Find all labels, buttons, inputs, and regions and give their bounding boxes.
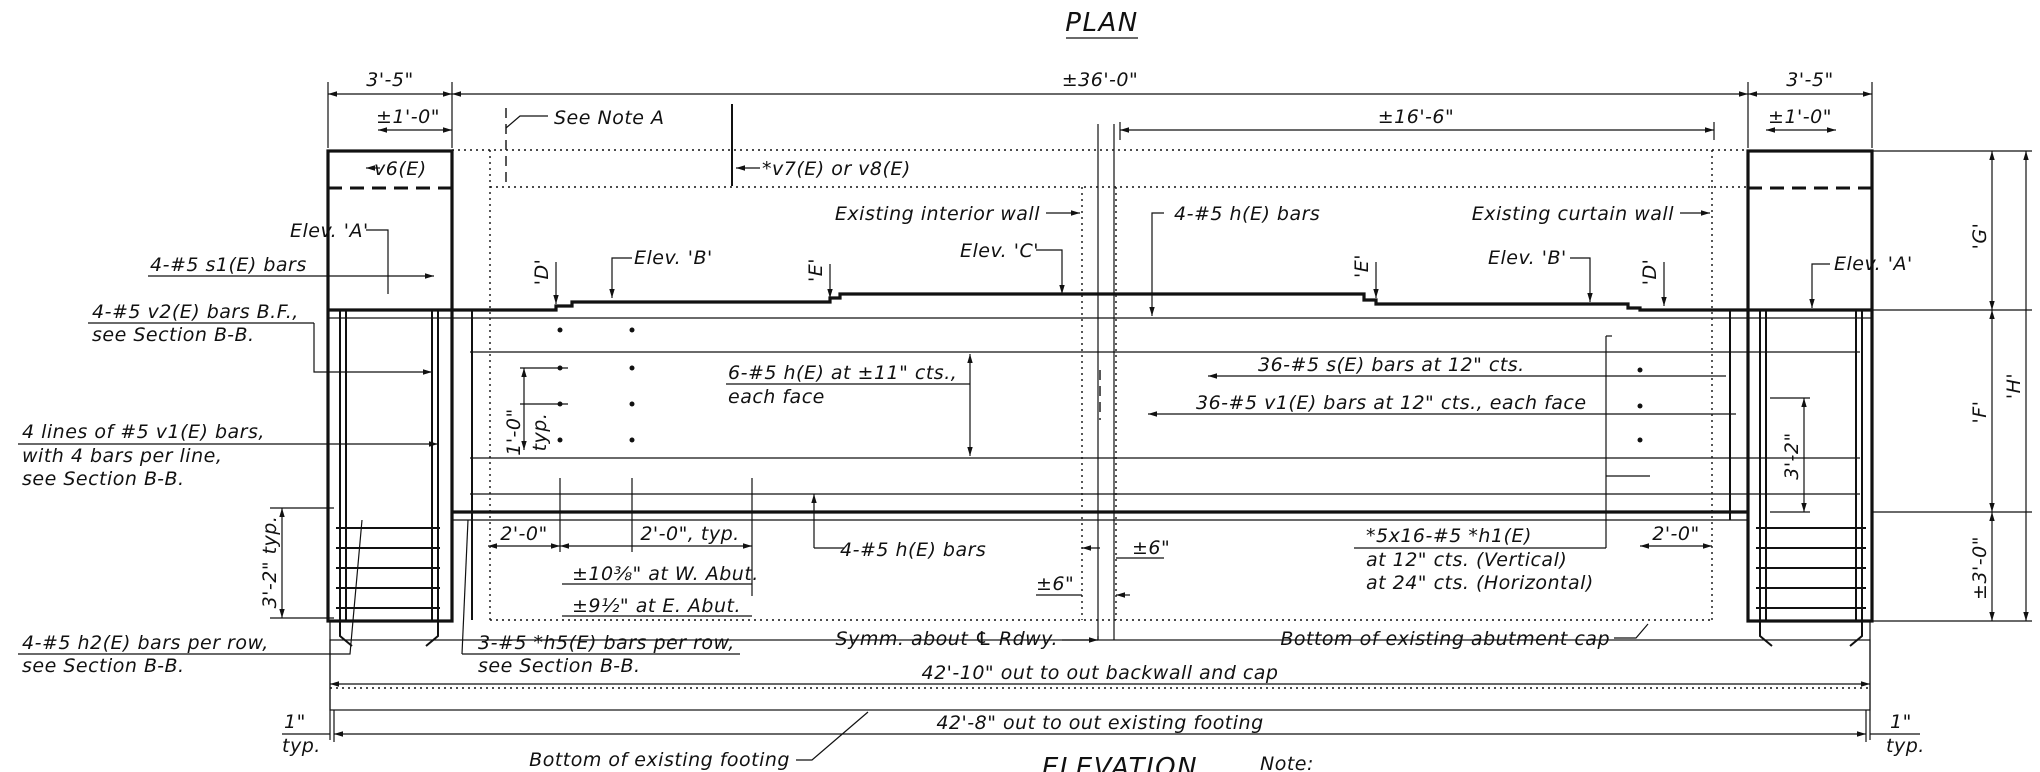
label-v7e: *v7(E) or v8(E) [762, 158, 911, 180]
overall-footing: 42'-8" out to out existing footing [936, 712, 1263, 734]
dim-total-span: ±36'-0" [1062, 69, 1139, 91]
label-existing-curtain-wall: Existing curtain wall [1472, 203, 1675, 225]
label-v6e: v6(E) [374, 158, 427, 180]
label-d-right: 'D' [1639, 259, 1661, 286]
label-bottom-abut-cap: Bottom of existing abutment cap [1280, 628, 1610, 650]
label-symm: Symm. about ℄ Rdwy. [836, 628, 1058, 650]
dim-e-abut: ±9½" at E. Abut. [572, 595, 741, 617]
label-h2-bars-1: 4-#5 h2(E) bars per row, [22, 632, 269, 654]
one-inch-left: 1" [284, 711, 306, 733]
label-h5-bars-2: see Section B-B. [478, 655, 641, 677]
label-see-note-a: See Note A [554, 107, 665, 129]
label-h1-3: at 24" cts. (Horizontal) [1366, 572, 1594, 594]
label-elev-c: Elev. 'C' [960, 240, 1039, 262]
label-h-bars-11-2: each face [728, 386, 825, 408]
label-e-left: 'E' [805, 258, 827, 282]
label-elev-b-left: Elev. 'B' [634, 247, 713, 269]
label-v1-lines-2: with 4 bars per line, [22, 445, 222, 467]
dim-right-span: ±16'-6" [1378, 106, 1455, 128]
elevation-markers [553, 210, 1830, 316]
one-inch-right: 1" [1890, 711, 1912, 733]
right-height-dim: 3'-2" [1781, 432, 1803, 480]
label-h1-1: *5x16-#5 *h1(E) [1366, 525, 1532, 547]
dim-w-abut: ±10⅜" at W. Abut. [572, 563, 759, 585]
left-height-dim: 3'-2" typ. [259, 516, 281, 609]
dim-6-b: ±6" [1132, 537, 1170, 559]
label-v2-bars-1: 4-#5 v2(E) bars B.F., [92, 301, 299, 323]
dim-left-offset: ±1'-0" [376, 106, 440, 128]
label-four-h-bars-bottom: 4-#5 h(E) bars [840, 539, 986, 561]
height-bottom: ±3'-0" [1969, 536, 1991, 600]
symm-leader [1062, 623, 1649, 643]
label-elev-a-right: Elev. 'A' [1834, 253, 1913, 275]
label-v1-bars-12: 36-#5 v1(E) bars at 12" cts., each face [1196, 392, 1587, 414]
label-e-right: 'E' [1351, 254, 1373, 278]
top-dimension-lines [327, 82, 1873, 148]
overall-backwall: 42'-10" out to out backwall and cap [921, 662, 1278, 684]
elevation-title: ELEVATION [1042, 753, 1198, 772]
spacing-typ: typ. [529, 413, 551, 452]
left-height-dimension [270, 507, 334, 619]
dim-right-width: 3'-5" [1786, 69, 1834, 91]
spacing-dim: 1'-0" [503, 408, 525, 456]
dim-left-width: 3'-5" [366, 69, 414, 91]
label-h-bars-11-1: 6-#5 h(E) at ±11" cts., [728, 362, 957, 384]
label-s-bars-12: 36-#5 s(E) bars at 12" cts. [1258, 354, 1525, 376]
left-bottom-dim: 2'-0" [500, 523, 548, 545]
label-s1-bars: 4-#5 s1(E) bars [150, 254, 307, 276]
label-four-h-bars-top: 4-#5 h(E) bars [1174, 203, 1320, 225]
label-v2-bars-2: see Section B-B. [92, 324, 255, 346]
right-bottom-dim: 2'-0" [1652, 523, 1700, 545]
label-elev-a-left: Elev. 'A' [290, 220, 369, 242]
typ-left: typ. [282, 735, 321, 757]
height-h: 'H' [2003, 373, 2025, 399]
label-h2-bars-2: see Section B-B. [22, 655, 185, 677]
label-h5-bars-1: 3-#5 *h5(E) bars per row, [478, 632, 735, 654]
typ-right: typ. [1886, 735, 1925, 757]
label-h1-2: at 12" cts. (Vertical) [1366, 549, 1567, 571]
height-g: 'G' [1969, 223, 1991, 250]
dim-right-offset: ±1'-0" [1768, 106, 1832, 128]
label-v1-lines-1: 4 lines of #5 v1(E) bars, [22, 421, 265, 443]
left-leaders [18, 115, 760, 655]
height-f: 'F' [1969, 401, 1991, 424]
left-bottom-dim2: 2'-0", typ. [640, 523, 739, 545]
bottom-dimension-lines [488, 478, 1712, 640]
overall-dimension-lines [282, 681, 1920, 761]
note-title: Note: [1260, 753, 1314, 772]
interior-leaders [726, 335, 1736, 549]
label-v1-lines-3: see Section B-B. [22, 468, 185, 490]
label-existing-interior-wall: Existing interior wall [835, 203, 1040, 225]
right-height-dimensions [1770, 150, 2032, 622]
rebar-dots [557, 327, 1643, 443]
label-d-left: 'D' [531, 259, 553, 286]
label-elev-b-right: Elev. 'B' [1488, 247, 1567, 269]
label-bottom-footing: Bottom of existing footing [529, 749, 790, 771]
dim-6-a: ±6" [1036, 573, 1074, 595]
plan-title: PLAN [1065, 8, 1138, 38]
abutment-outline [326, 104, 1874, 740]
spacing-dimension [520, 367, 568, 450]
